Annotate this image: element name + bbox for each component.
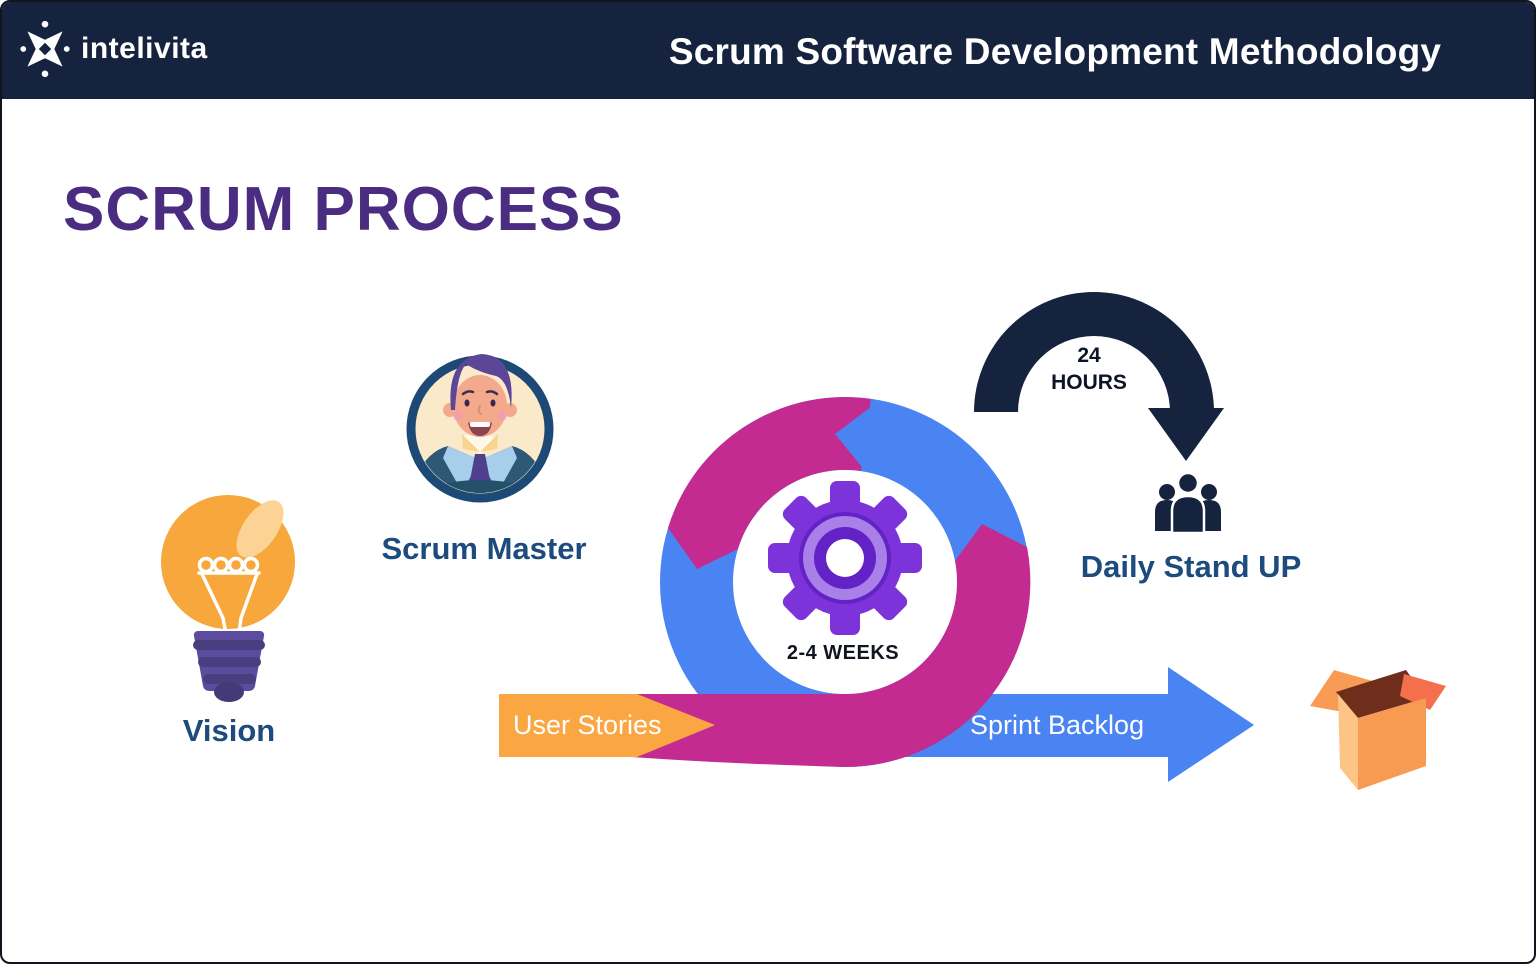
user-stories-arrow xyxy=(499,694,715,757)
brand-logo: intelivita xyxy=(20,19,208,79)
cycle-chevron-blue xyxy=(835,400,880,472)
gear-icon xyxy=(768,481,922,635)
user-stories-label: User Stories xyxy=(513,710,662,740)
brand-logo-text: intelivita xyxy=(81,32,208,65)
package-box-icon xyxy=(1310,670,1446,790)
daily-cycle-arrow xyxy=(974,292,1224,461)
daily-cycle-duration-value: 24 xyxy=(1077,344,1101,367)
cycle-segment-magenta-bottom xyxy=(632,524,1031,768)
header-title: Scrum Software Development Methodology xyxy=(668,31,1442,72)
vision-label: Vision xyxy=(182,713,276,748)
sprint-backlog-label: Sprint Backlog xyxy=(970,710,1145,740)
page-title: SCRUM PROCESS xyxy=(63,175,624,244)
scrum-master-avatar xyxy=(406,354,554,503)
daily-cycle-duration-unit: HOURS xyxy=(1051,371,1127,394)
daily-cycle-duration-label: 24 HOURS xyxy=(1051,342,1127,396)
sprint-cycle-duration-label: 2-4 WEEKS xyxy=(786,642,900,664)
cycle-segment-magenta-top xyxy=(668,397,871,569)
team-icon xyxy=(1155,471,1221,535)
scrum-master-label: Scrum Master xyxy=(381,531,587,566)
header-bar: intelivita Scrum Software Development Me… xyxy=(2,2,1534,99)
lightbulb-icon xyxy=(161,495,295,702)
daily-standup-label: Daily Stand UP xyxy=(1080,549,1302,584)
four-point-star-logo-icon xyxy=(20,20,70,78)
